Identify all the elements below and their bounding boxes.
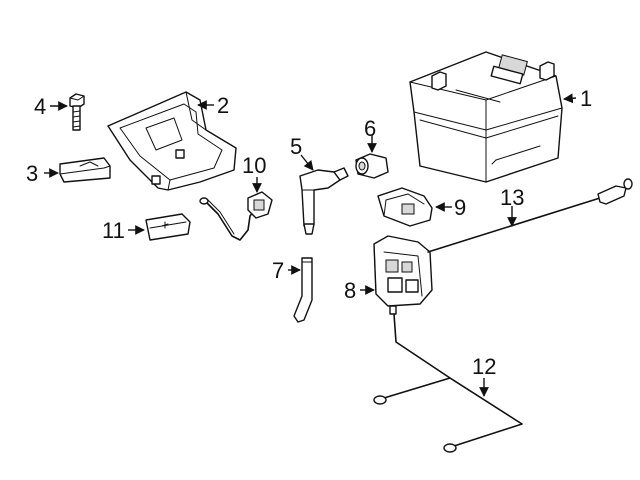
callout-3: 3 [26, 161, 38, 186]
bolt-part-4[interactable] [69, 93, 85, 131]
callout-9: 9 [454, 195, 466, 220]
cable-sensor-part-10[interactable] [199, 191, 273, 241]
battery-tray-part-2[interactable] [107, 91, 237, 191]
callout-7: 7 [272, 258, 284, 283]
callout-11: 11 [102, 218, 125, 243]
callout-12: 12 [472, 354, 496, 379]
callout-4: 4 [34, 94, 46, 119]
bracket-part-3[interactable] [59, 157, 111, 183]
junction-block-part-8[interactable] [373, 235, 433, 315]
battery-part-1[interactable] [409, 51, 563, 183]
vent-hose-part-7[interactable] [293, 257, 313, 323]
ground-wire-part-12[interactable] [373, 313, 523, 453]
leader-1 [563, 93, 577, 104]
callout-10: 10 [242, 153, 266, 178]
cover-part-9[interactable] [377, 187, 433, 227]
leader-5 [300, 154, 314, 171]
callout-1: 1 [580, 86, 592, 111]
callout-6: 6 [364, 116, 376, 141]
callout-13: 13 [500, 185, 524, 210]
callout-5: 5 [290, 134, 302, 159]
callout-2: 2 [217, 93, 229, 118]
clip-part-11[interactable] [145, 213, 191, 241]
vent-elbow-part-5[interactable] [299, 167, 349, 235]
callout-8: 8 [344, 278, 356, 303]
plug-part-6[interactable] [355, 153, 389, 179]
